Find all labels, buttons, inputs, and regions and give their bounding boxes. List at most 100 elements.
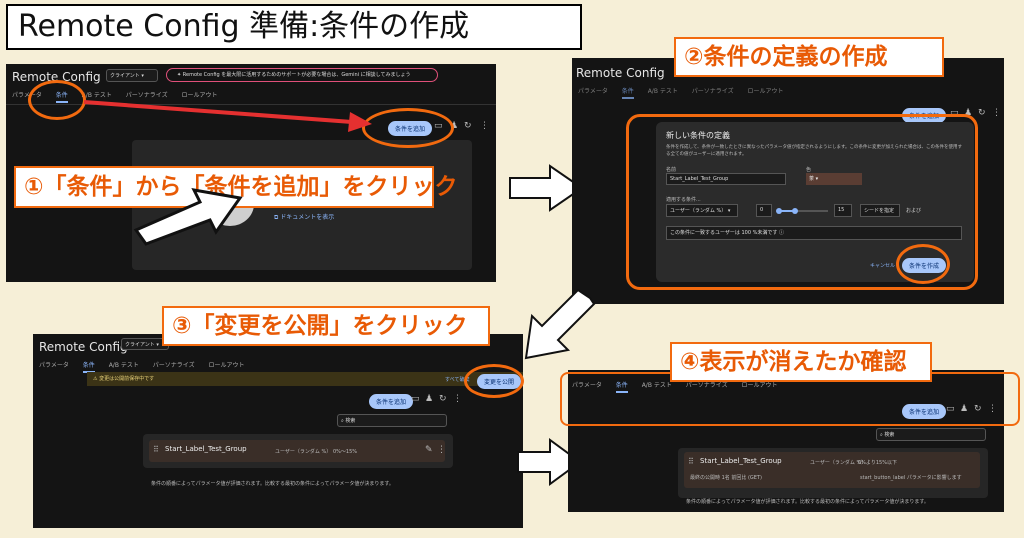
app-name: Remote Config [12,70,101,84]
tab-ab-test-4[interactable]: A/B テスト [641,382,672,389]
add-condition-button[interactable]: 条件を追加 [388,121,433,136]
range-slider[interactable] [776,208,828,214]
condition-name-4: Start_Label_Test_Group [700,457,782,465]
more-icon[interactable]: ⋮ [480,121,489,131]
history-icon-4[interactable]: ↻ [974,404,982,414]
color-select[interactable]: 茶 ▾ [806,173,862,185]
tab-rollout-3[interactable]: ロールアウト [208,362,245,369]
step4-callout: ④表示が消えたか確認 [670,342,932,382]
condition-row[interactable]: ⠿ Start_Label_Test_Group ユーザー（ランダム %） 0%… [149,440,446,462]
history-icon-3[interactable]: ↻ [439,394,447,404]
range-slider-fill [778,210,794,212]
condition-row-4[interactable]: ⠿ Start_Label_Test_Group ユーザー（ランダム %） 0%… [684,452,980,488]
range-slider-handle-end[interactable] [792,208,798,214]
red-arrow-icon [83,100,372,132]
screenshot-publish: Remote Config クライアント ▾ パラメータ 条件 A/B テスト … [33,334,523,528]
tab-conditions-3[interactable]: 条件 [82,362,95,373]
tab-bar-4: パラメータ 条件 A/B テスト パーソナライズ ロールアウト [572,380,790,393]
color-label: 色 [806,167,812,173]
tab-rollout[interactable]: ロールアウト [181,92,218,99]
search-icon: ⌕ [341,418,344,424]
tab-conditions-2[interactable]: 条件 [621,88,634,99]
name-field[interactable]: Start_Label_Test_Group [666,173,786,185]
condition-type: ユーザー（ランダム %） [275,449,332,455]
history-icon[interactable]: ↻ [464,121,472,131]
tab-personalize[interactable]: パーソナライズ [125,92,168,99]
range-from-field[interactable]: 0 [756,204,772,217]
client-dropdown-label: クライアント [110,73,140,79]
add-condition-button-4[interactable]: 条件を追加 [902,404,947,419]
history-icon-2[interactable]: ↻ [978,108,986,118]
search-placeholder-4: 検索 [884,432,895,438]
tab-ab-test-3[interactable]: A/B テスト [108,362,139,369]
condition-name: Start_Label_Test_Group [165,445,247,453]
condition-dialog: 新しい条件の定義 条件を作成して、条件が一致したときに異なったパラメータ値が指定… [656,122,974,282]
tab-personalize-4[interactable]: パーソナライズ [685,382,728,389]
app-name-3: Remote Config [39,340,128,354]
tab-parameters[interactable]: パラメータ [12,92,42,99]
sparkle-icon: ✦ [177,72,182,78]
client-dropdown[interactable]: クライアント ▾ [106,69,158,82]
usage-right: start_button_label パラメータに影響します [860,475,962,481]
applies-label: 適用する条件... [666,197,701,203]
tab-ab-test[interactable]: A/B テスト [81,92,112,99]
tab-ab-test-2[interactable]: A/B テスト [647,88,678,95]
color-select-value: 茶 [809,176,815,182]
search-input-3[interactable]: ⌕ 検索 [337,414,447,427]
folder-icon-2[interactable]: ▭ [950,108,959,118]
percent-select-label: ユーザー（ランダム %） [670,208,727,214]
drag-handle-icon[interactable]: ⠿ [153,445,159,454]
tab-personalize-2[interactable]: パーソナライズ [691,88,734,95]
info-icon: ⓘ [778,230,784,236]
name-label: 名前 [666,167,677,173]
more-icon-2[interactable]: ⋮ [992,108,1001,118]
gemini-banner[interactable]: ✦ Remote Config を最大限に活用するためのサポートが必要な場合は、… [166,68,438,82]
tab-conditions[interactable]: 条件 [55,92,68,103]
tab-parameters-2[interactable]: パラメータ [578,88,608,95]
more-icon-3[interactable]: ⋮ [453,394,462,404]
tab-bar-3: パラメータ 条件 A/B テスト パーソナライズ ロールアウト [39,360,257,373]
tab-conditions-4[interactable]: 条件 [615,382,628,393]
percent-select[interactable]: ユーザー（ランダム %） ▾ [666,204,738,217]
seed-button[interactable]: シードを指定 [860,204,900,217]
highlight-dialog-frame [626,114,978,290]
tab-bar: パラメータ 条件 A/B テスト パーソナライズ ロールアウト [12,90,230,103]
white-pointer-arrow-icon [133,188,243,246]
gemini-banner-text: Remote Config を最大限に活用するためのサポートが必要な場合は、Ge… [182,72,411,78]
folder-icon-4[interactable]: ▭ [946,404,955,414]
more-icon-4[interactable]: ⋮ [988,404,997,414]
search-input-4[interactable]: ⌕ 検索 [876,428,986,441]
page-title: Remote Config 準備:条件の作成 [6,4,582,50]
tab-parameters-3[interactable]: パラメータ [39,362,69,369]
edit-icon[interactable]: ✎ [425,445,433,455]
add-condition-button-3[interactable]: 条件を追加 [369,394,414,409]
folder-icon-3[interactable]: ▭ [411,394,420,404]
discard-all-link[interactable]: すべて破棄 [445,377,470,383]
range-slider-handle-start[interactable] [776,208,782,214]
tab-parameters-4[interactable]: パラメータ [572,382,602,389]
publish-banner-text: 変更は公開前保存中です [99,376,155,382]
tab-rollout-2[interactable]: ロールアウト [747,88,784,95]
drag-handle-icon-4[interactable]: ⠿ [688,457,694,466]
docs-link[interactable]: ⧉ ドキュメントを表示 [274,212,334,222]
right-arrow-icon-2 [517,438,582,486]
person-icon-4[interactable]: ♟ [960,404,969,414]
screenshot-condition-dialog: Remote Config パラメータ 条件 A/B テスト パーソナライズ ロ… [572,58,1004,304]
person-icon-2[interactable]: ♟ [964,108,973,118]
condition-range: 0%～15% [333,449,358,455]
tab-rollout-4[interactable]: ロールアウト [741,382,778,389]
person-icon-3[interactable]: ♟ [425,394,434,404]
range-to-field[interactable]: 15 [834,204,852,217]
tab-personalize-3[interactable]: パーソナライズ [152,362,195,369]
person-icon[interactable]: ♟ [450,121,459,131]
app-name-2: Remote Config [576,66,665,80]
publish-button[interactable]: 変更を公開 [477,374,522,389]
client-dropdown-3[interactable]: クライアント ▾ [121,338,169,350]
folder-icon[interactable]: ▭ [434,121,443,131]
cancel-button[interactable]: キャンセル [870,263,896,269]
condition-footer: 条件の順番によってパラメータ値が評価されます。比較する最初の条件によってパラメー… [151,481,394,487]
usage-left: 最終の公開時 1名 前回比 (GET) [690,475,762,481]
row-more-icon[interactable]: ⋮ [437,445,446,455]
create-condition-button[interactable]: 条件を作成 [902,258,947,273]
step3-callout: ③「変更を公開」をクリック [162,306,490,346]
